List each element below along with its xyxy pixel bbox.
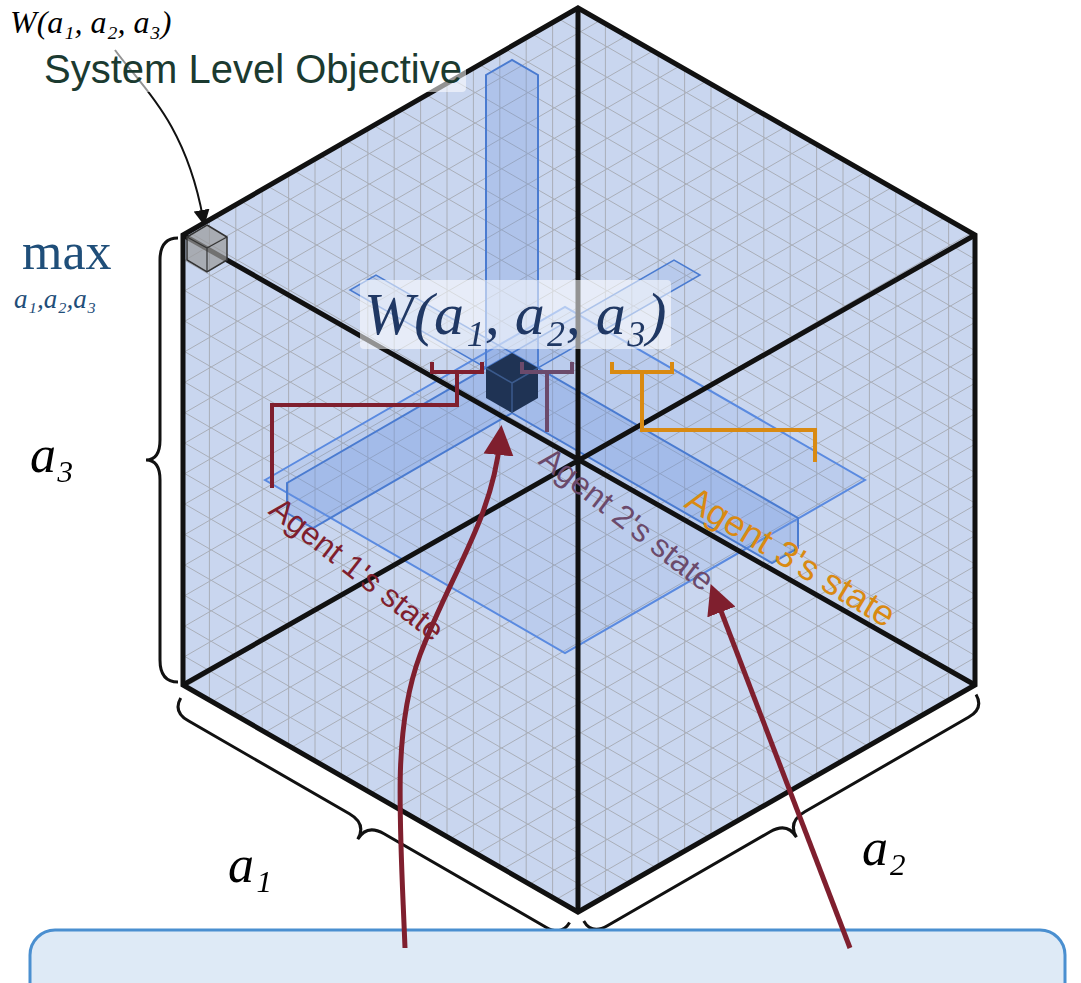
axis-label: a₁ <box>228 835 272 895</box>
selected-cell <box>486 353 538 413</box>
operator-subscript: a₁,a₂,a₃ <box>14 284 96 315</box>
single-cell <box>187 225 227 272</box>
state-bar <box>287 368 512 528</box>
dimension-brace <box>584 694 993 950</box>
axis-label: a₃ <box>30 425 74 485</box>
pointer-arrow <box>400 440 500 948</box>
cube-edge <box>183 8 975 912</box>
dimension-brace <box>146 238 178 682</box>
objective-title: System Level Objective <box>40 46 466 92</box>
cell-edge <box>486 368 538 413</box>
note-box <box>30 930 1065 983</box>
agent-bracket <box>612 362 815 462</box>
dimension-brace <box>164 698 570 952</box>
objective-function: W(a₁, a₂, a₃) <box>360 280 671 349</box>
agent-label: Agent 3's state <box>679 478 903 636</box>
agent-bracket <box>522 362 572 432</box>
axis-label: a₂ <box>862 818 906 878</box>
cube-outline <box>183 8 975 912</box>
pointer-arrow <box>716 598 850 948</box>
state-plane <box>265 307 865 653</box>
operator-label: max <box>22 222 112 282</box>
cube-face <box>183 8 975 912</box>
function-label: W(a₁, a₂, a₃) <box>10 4 171 41</box>
agent-bracket <box>272 362 482 488</box>
agent-label: Agent 1's state <box>262 490 451 649</box>
cell-edge <box>187 237 227 272</box>
